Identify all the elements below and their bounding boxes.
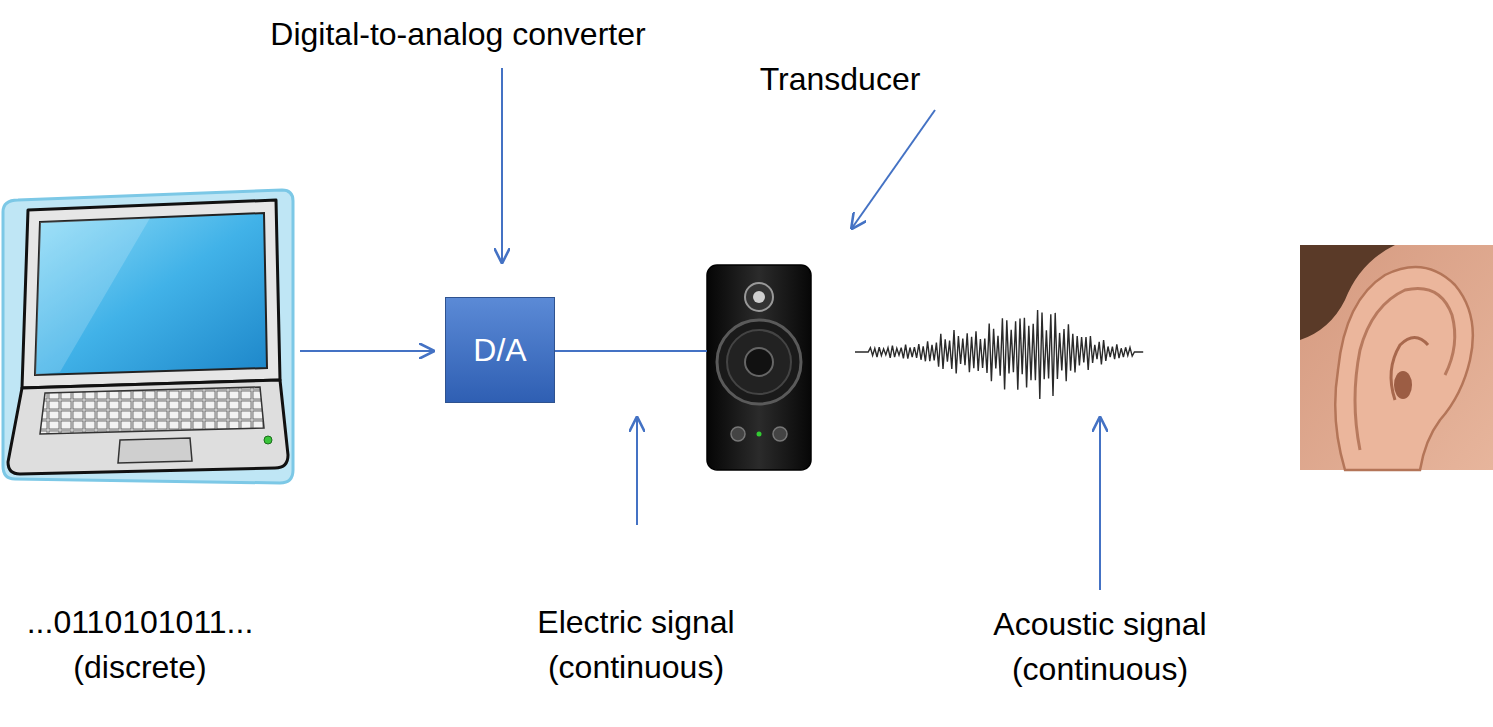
box-label: D/A	[473, 332, 526, 369]
speaker-icon-part	[773, 427, 787, 441]
leader-arrows-part	[636, 418, 638, 525]
leader-arrows	[300, 68, 1100, 590]
speaker-icon-part	[757, 432, 762, 437]
leader-arrows-part	[555, 350, 707, 352]
speaker-icon	[707, 265, 811, 470]
laptop-icon-part	[22, 200, 280, 388]
callout-label: Digital-to-analog converter	[198, 12, 718, 57]
laptop-icon-part	[35, 218, 150, 375]
speaker-icon-part	[717, 320, 801, 404]
laptop-icon-part	[3, 190, 293, 483]
laptop-icon	[3, 190, 293, 483]
leader-arrows-part	[1099, 418, 1101, 590]
speaker-icon-part	[745, 283, 773, 311]
waveform-part	[855, 310, 1143, 399]
ear-photo-part	[1335, 267, 1473, 470]
laptop-icon-part	[35, 213, 267, 375]
converter-box: D/A	[445, 297, 555, 403]
ear-photo	[1300, 245, 1493, 470]
ear-photo-part	[1355, 288, 1455, 450]
signal-label: ...0110101011... (discrete)	[5, 600, 275, 690]
laptop-icon-part	[40, 387, 264, 434]
leader-arrows-part	[852, 110, 935, 228]
laptop-icon-part	[264, 436, 272, 444]
laptop-icon-part	[118, 438, 192, 463]
ear-photo-part	[1394, 371, 1412, 399]
laptop-icon-part	[8, 380, 288, 474]
ear-photo-part	[1391, 338, 1428, 401]
waveform	[855, 310, 1143, 399]
callout-label: Transducer	[710, 57, 970, 102]
signal-label: Acoustic signal (continuous)	[965, 602, 1235, 692]
speaker-icon-part	[753, 291, 765, 303]
speaker-icon-part	[745, 348, 773, 376]
signal-label: Electric signal (continuous)	[506, 600, 766, 690]
speaker-icon-part	[727, 330, 791, 394]
ear-photo-part	[1300, 245, 1493, 470]
leader-arrows-part	[501, 68, 503, 262]
leader-arrows-part	[300, 350, 433, 352]
speaker-icon-part	[731, 427, 745, 441]
speaker-icon-part	[707, 265, 811, 470]
